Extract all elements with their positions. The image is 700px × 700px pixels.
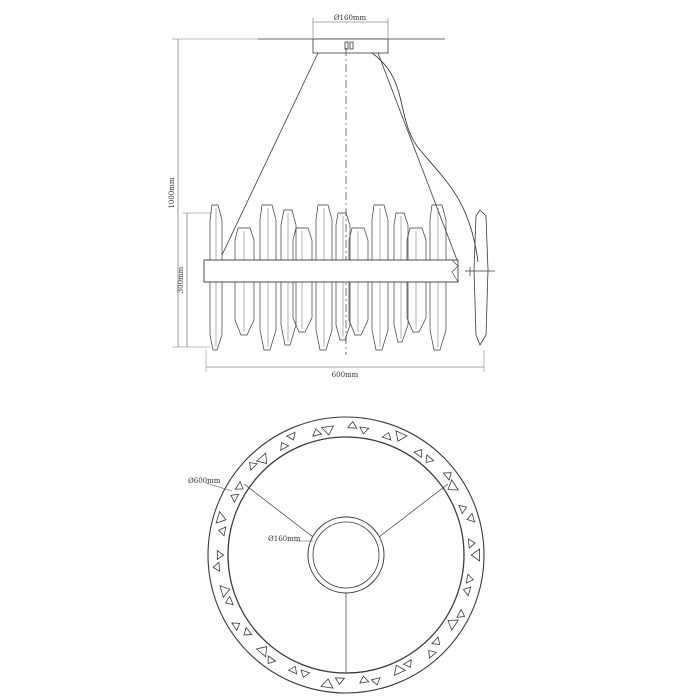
ring-crystal bbox=[334, 677, 346, 686]
side-view bbox=[172, 18, 495, 372]
ring-crystal bbox=[381, 431, 392, 441]
ring-crystal bbox=[402, 658, 412, 669]
ring-crystal bbox=[395, 430, 408, 442]
ring-crystal bbox=[231, 622, 241, 632]
ring-crystal bbox=[280, 441, 290, 452]
top-view bbox=[207, 416, 485, 694]
hub-outer bbox=[307, 516, 385, 594]
ring-crystal bbox=[320, 425, 335, 436]
ring-crystal bbox=[224, 595, 234, 606]
canopy bbox=[312, 38, 389, 54]
ring-crystal bbox=[467, 538, 476, 549]
ring-crystal bbox=[458, 504, 468, 515]
ring-crystal bbox=[216, 549, 225, 561]
spoke-right bbox=[378, 483, 449, 538]
outer-diameter-leader bbox=[205, 482, 233, 492]
ring-crystal bbox=[447, 619, 460, 631]
ring-crystal bbox=[230, 493, 240, 504]
ring-crystal bbox=[359, 675, 370, 684]
ring-crystal bbox=[300, 669, 311, 679]
ring-crystal bbox=[425, 454, 435, 464]
width-label: 600mm bbox=[332, 371, 359, 379]
hub-inner bbox=[312, 521, 380, 589]
ring-crystals bbox=[212, 420, 480, 689]
canopy-diameter-label: Ø160mm bbox=[334, 14, 367, 22]
outer-ring bbox=[207, 416, 485, 694]
crystals-tall bbox=[209, 204, 447, 351]
side-profile-disk bbox=[473, 209, 489, 346]
band-break bbox=[451, 259, 459, 283]
ring-crystal bbox=[347, 420, 358, 429]
suspension-cable-left bbox=[221, 52, 319, 256]
outer-diameter-label: Ø600mm bbox=[188, 477, 221, 485]
ring-crystal bbox=[320, 678, 334, 689]
ring-crystal bbox=[243, 626, 253, 636]
ring-crystal bbox=[255, 452, 268, 464]
ring-crystal bbox=[470, 548, 480, 562]
ring-crystal bbox=[287, 665, 298, 675]
ring-crystal bbox=[359, 426, 370, 435]
ring-crystal bbox=[218, 526, 227, 537]
ring-crystal bbox=[267, 655, 277, 665]
ring-crystal bbox=[212, 561, 221, 572]
ring-crystal bbox=[466, 512, 476, 523]
canopy-screw bbox=[344, 41, 349, 50]
body-height-label: 300mm bbox=[177, 266, 185, 293]
ring-crystal bbox=[285, 431, 296, 441]
metal-band bbox=[203, 259, 459, 283]
ring-crystal bbox=[462, 586, 472, 597]
ring-crystal bbox=[312, 428, 323, 437]
ring-crystal bbox=[215, 510, 227, 524]
total-height-label: 1000mm bbox=[168, 177, 176, 208]
ring-crystal bbox=[447, 479, 460, 491]
inner-diameter-label: Ø160mm bbox=[268, 535, 301, 543]
ring-crystal bbox=[370, 677, 381, 686]
ring-crystal bbox=[413, 449, 422, 459]
ring-crystal bbox=[442, 472, 452, 481]
ring-crystal bbox=[456, 608, 466, 619]
canopy-screw bbox=[349, 41, 354, 50]
ring-crystal bbox=[234, 480, 244, 490]
ring-crystal bbox=[255, 646, 268, 658]
ring-crystal bbox=[393, 664, 407, 677]
ring-crystal bbox=[431, 636, 441, 646]
ring-crystal bbox=[465, 573, 474, 584]
suspension-cable-right bbox=[377, 52, 458, 261]
ring-crystal bbox=[219, 585, 231, 599]
ring-crystal bbox=[428, 649, 438, 659]
spoke-left bbox=[243, 483, 314, 538]
ring-crystal bbox=[249, 462, 258, 472]
power-cord bbox=[371, 52, 479, 263]
